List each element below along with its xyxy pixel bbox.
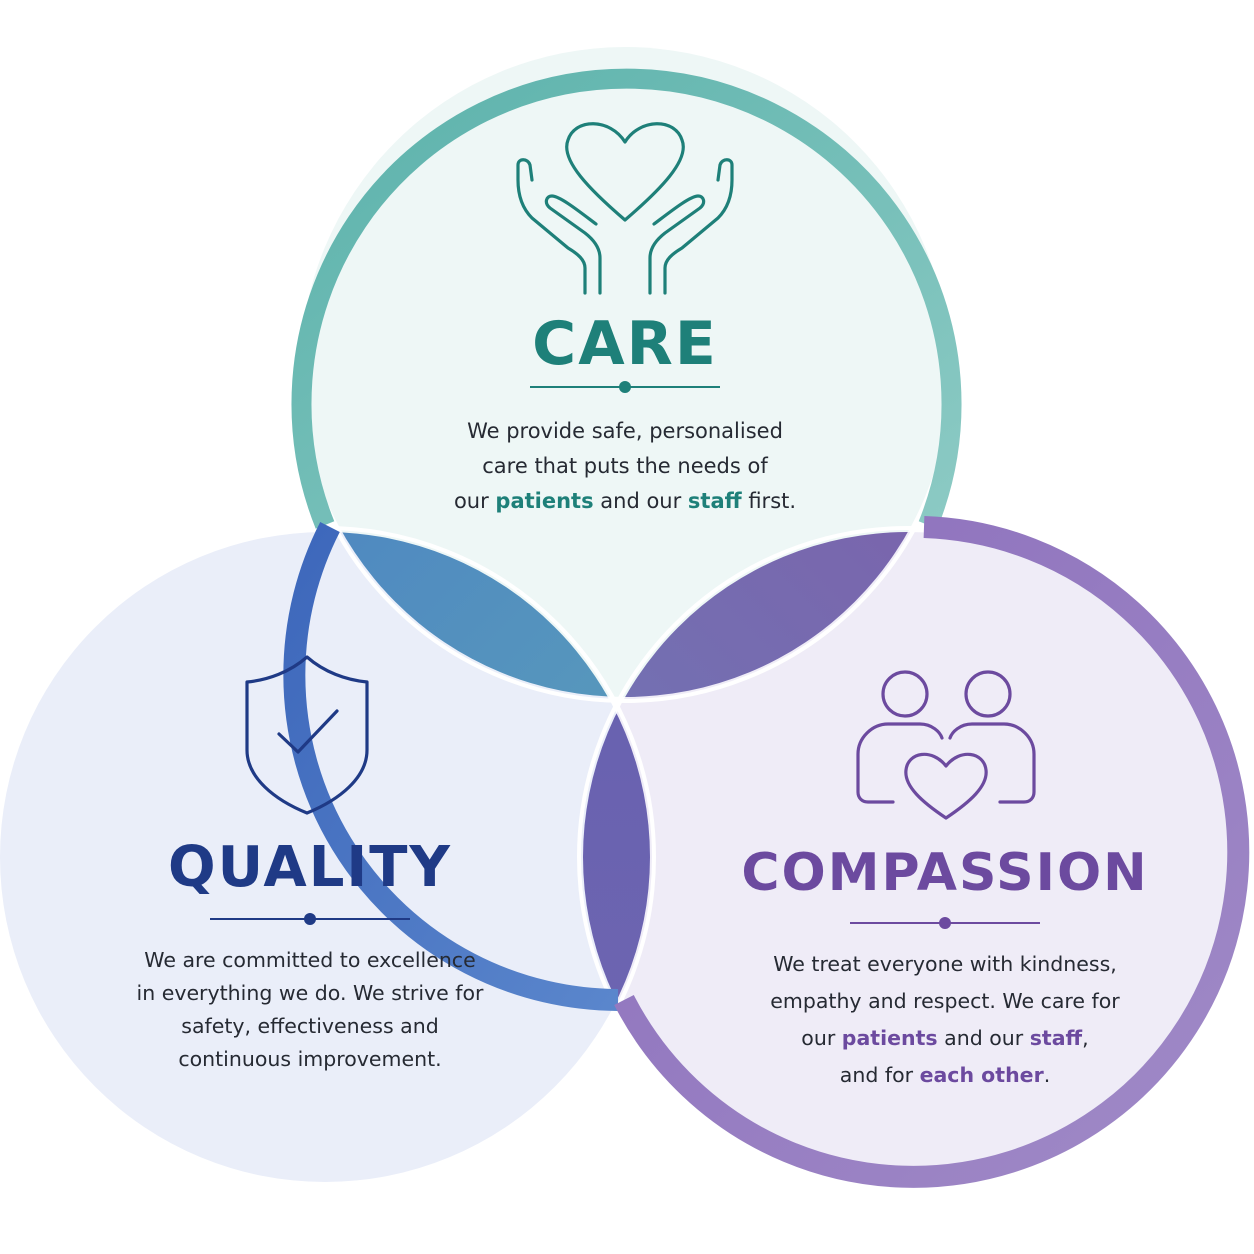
- care-description: We provide safe, personalised care that p…: [400, 414, 850, 519]
- description-text: .: [1043, 1063, 1051, 1087]
- quality-title: QUALITY: [168, 835, 452, 900]
- description-text: our: [801, 1026, 842, 1050]
- highlight-word: staff: [687, 489, 742, 513]
- quality-divider-dot: [304, 913, 316, 925]
- compassion-description: We treat everyone with kindness, empathy …: [720, 946, 1170, 1094]
- care-divider: [530, 380, 720, 394]
- compassion-divider: [850, 916, 1040, 930]
- description-text: and our: [937, 1026, 1030, 1050]
- description-text: and for: [839, 1063, 920, 1087]
- quality-circle: [0, 532, 650, 1182]
- highlight-word: patients: [841, 1026, 938, 1050]
- quality-block: QUALITY We are committed to excellence in…: [100, 832, 520, 1076]
- care-ring: [291, 68, 962, 529]
- description-text: We are committed to excellence: [144, 948, 476, 972]
- compassion-block: COMPASSION We treat everyone with kindne…: [720, 838, 1170, 1094]
- hands-heart-icon: [516, 122, 734, 295]
- highlight-word: each other: [919, 1063, 1044, 1087]
- compassion-ring: [614, 516, 1250, 1188]
- quality-description: We are committed to excellence in everyth…: [100, 944, 520, 1076]
- description-text: in everything we do. We strive for: [136, 981, 484, 1005]
- description-text: first.: [741, 489, 797, 513]
- description-text: care that puts the needs of: [482, 454, 768, 478]
- description-text: and our: [593, 489, 688, 513]
- care-title: CARE: [532, 309, 718, 379]
- highlight-word: patients: [495, 489, 594, 513]
- description-text: empathy and respect. We care for: [770, 989, 1120, 1013]
- quality-ring: [283, 522, 619, 1011]
- description-text: safety, effectiveness and: [181, 1014, 439, 1038]
- quality-divider: [210, 912, 410, 926]
- description-text: We treat everyone with kindness,: [773, 952, 1117, 976]
- description-text: ,: [1082, 1026, 1089, 1050]
- highlight-word: staff: [1029, 1026, 1083, 1050]
- care-block: CARE We provide safe, personalised care t…: [400, 308, 850, 519]
- care-divider-dot: [619, 381, 631, 393]
- description-text: continuous improvement.: [178, 1047, 442, 1071]
- compassion-title: COMPASSION: [741, 843, 1149, 903]
- shield-check-icon: [245, 655, 369, 815]
- people-heart-icon: [856, 670, 1036, 820]
- compassion-divider-dot: [939, 917, 951, 929]
- description-text: We provide safe, personalised: [467, 419, 783, 443]
- compassion-circle: [583, 532, 1233, 1182]
- description-text: our: [453, 489, 496, 513]
- care-circle: [300, 47, 950, 697]
